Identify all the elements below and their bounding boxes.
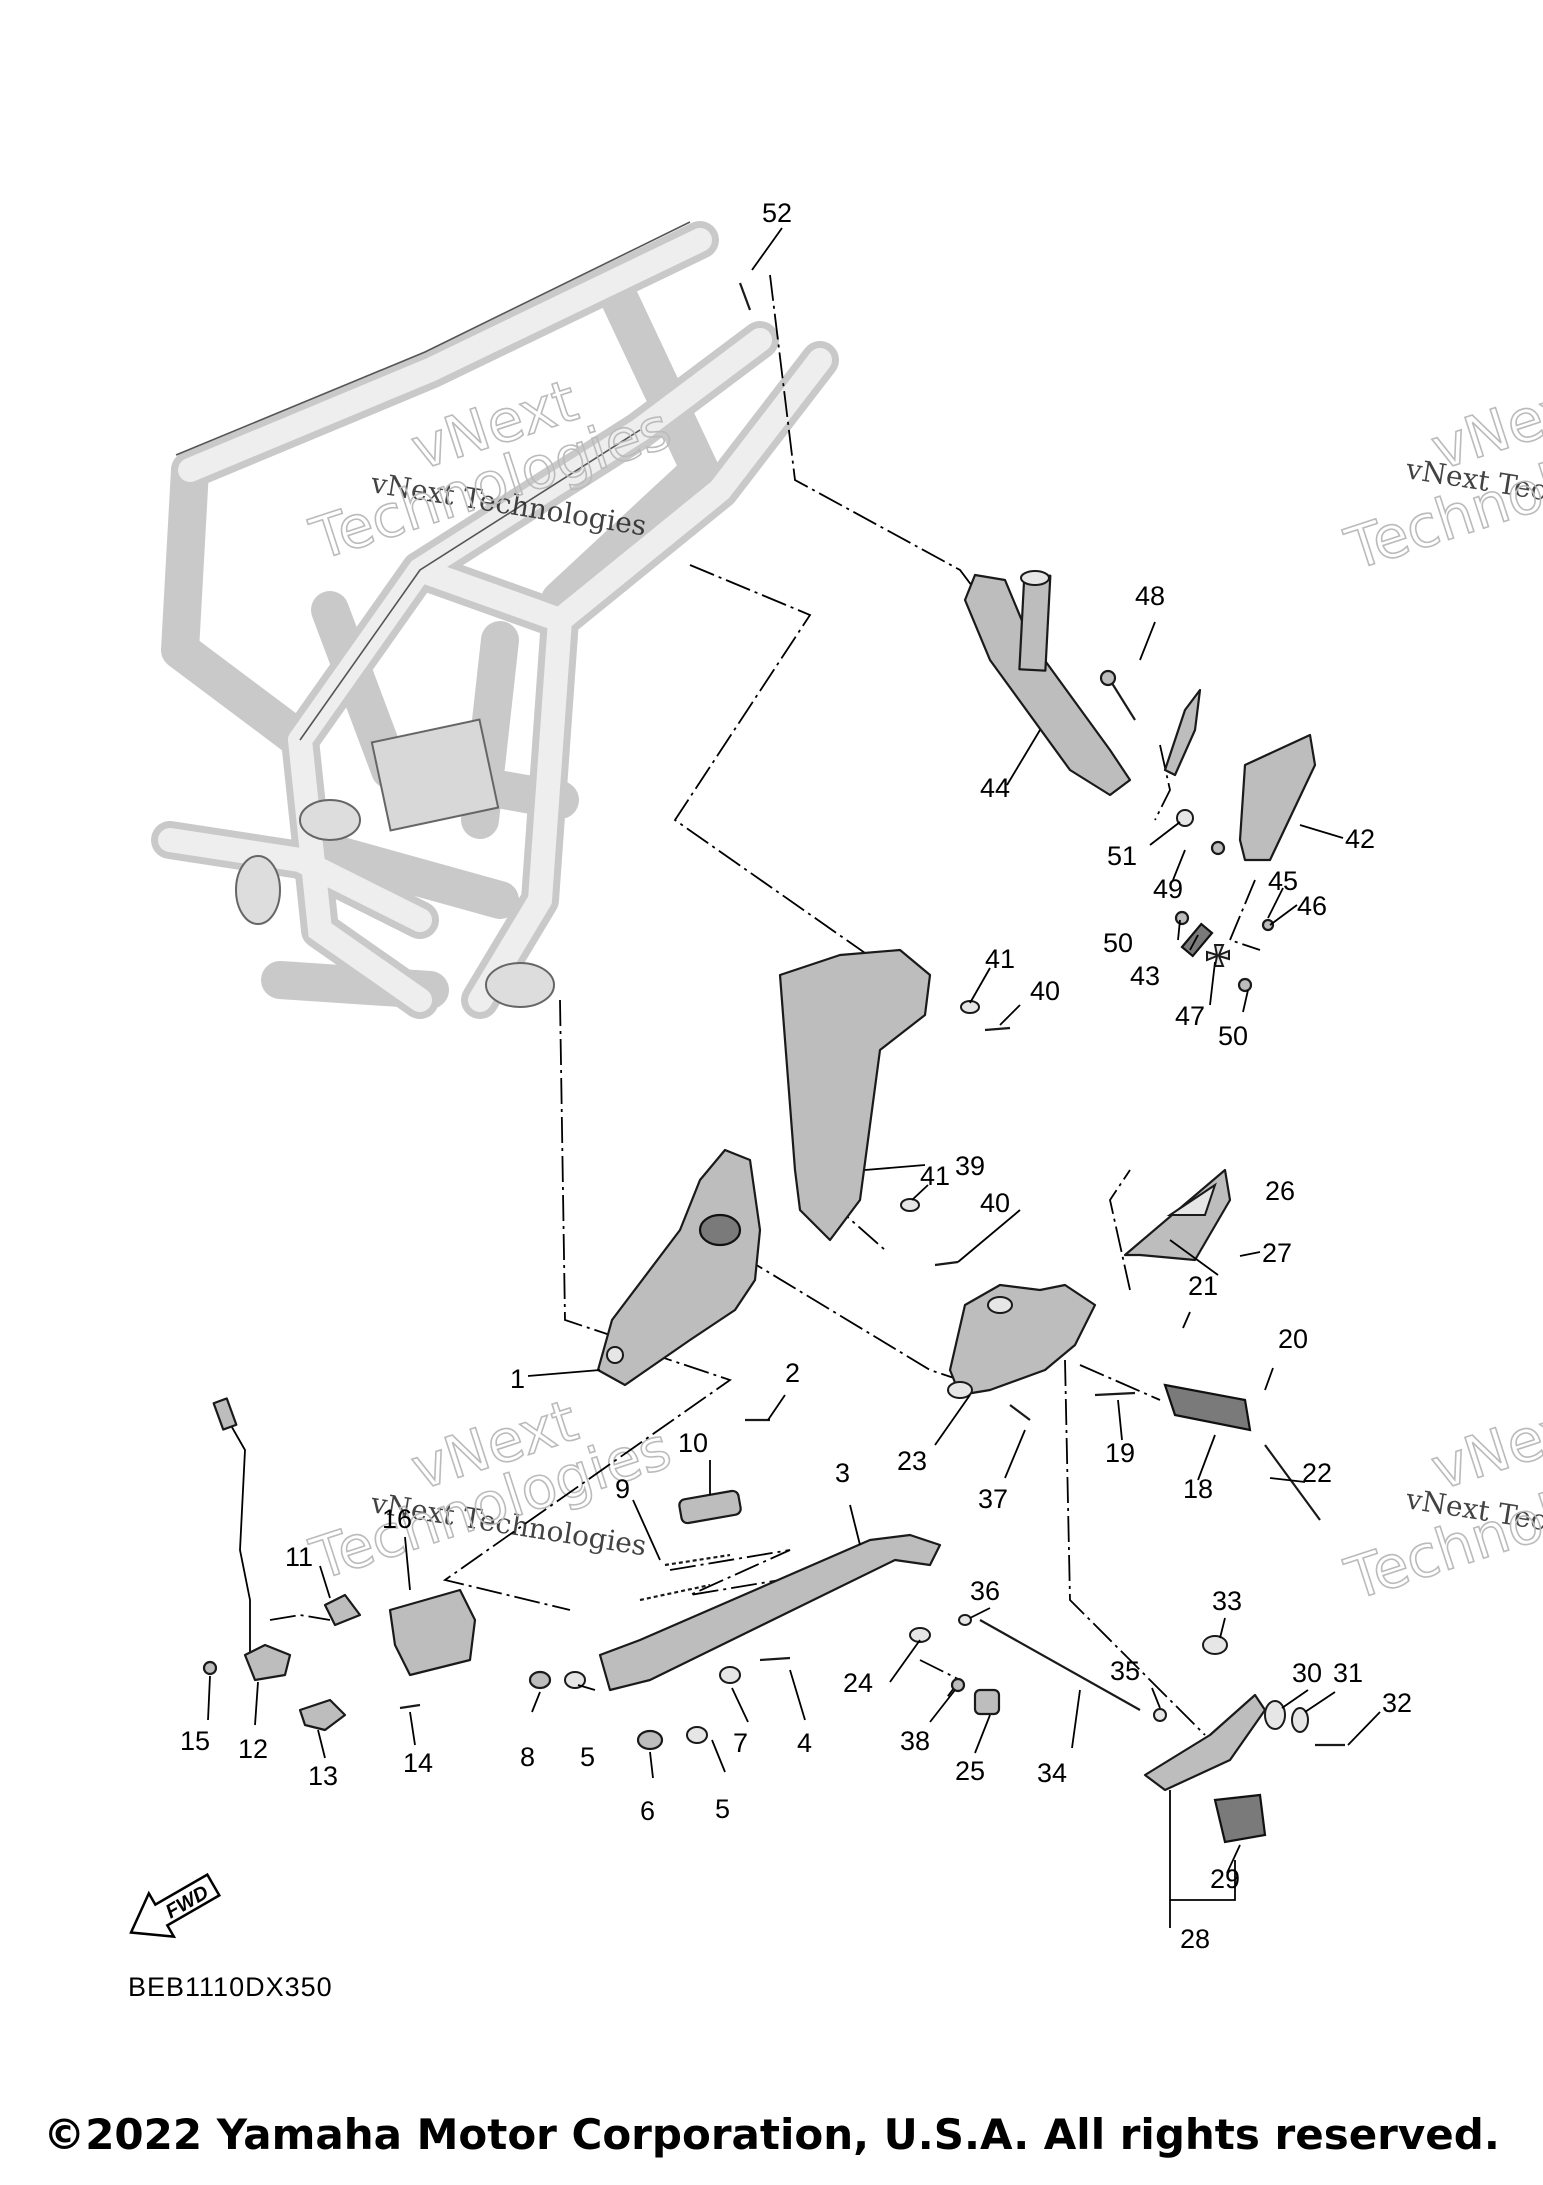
frame-illustration xyxy=(151,221,839,1019)
assembly-lines xyxy=(269,274,1261,1736)
part-label-40-alt: 40 xyxy=(980,1188,1010,1218)
fwd-direction-indicator: FWD xyxy=(129,1872,222,1939)
part-label-10: 10 xyxy=(678,1428,708,1458)
part-label-33: 33 xyxy=(1212,1586,1242,1616)
part-label-34: 34 xyxy=(1037,1758,1067,1788)
part-label-6: 6 xyxy=(640,1796,655,1826)
part-label-24: 24 xyxy=(843,1668,873,1698)
copyright-notice: ©2022 Yamaha Motor Corporation, U.S.A. A… xyxy=(43,2110,1500,2159)
part-label-20: 20 xyxy=(1278,1324,1308,1354)
part-label-36: 36 xyxy=(970,1576,1000,1606)
part-label-42: 42 xyxy=(1345,824,1375,854)
part-label-37: 37 xyxy=(978,1484,1008,1514)
part-label-46: 46 xyxy=(1297,891,1327,921)
part-label-8: 8 xyxy=(520,1742,535,1772)
part-label-49: 49 xyxy=(1153,874,1183,904)
part-label-50: 50 xyxy=(1103,928,1133,958)
part-label-41: 41 xyxy=(985,944,1015,974)
part-label-40: 40 xyxy=(1030,976,1060,1006)
leader-lines xyxy=(207,227,1381,1928)
part-label-50-alt: 50 xyxy=(1218,1021,1248,1051)
part-shapes xyxy=(202,282,1345,1844)
part-label-28: 28 xyxy=(1180,1924,1210,1954)
part-label-45: 45 xyxy=(1268,866,1298,896)
part-label-48: 48 xyxy=(1135,581,1165,611)
part-label-9: 9 xyxy=(615,1474,630,1504)
part-label-51: 51 xyxy=(1107,841,1137,871)
part-label-5: 5 xyxy=(580,1742,595,1772)
part-label-16: 16 xyxy=(382,1504,412,1534)
part-label-35: 35 xyxy=(1110,1656,1140,1686)
part-label-52: 52 xyxy=(762,198,792,228)
part-label-25: 25 xyxy=(955,1756,985,1786)
part-label-31: 31 xyxy=(1333,1658,1363,1688)
part-label-12: 12 xyxy=(238,1734,268,1764)
part-label-41-alt: 41 xyxy=(920,1161,950,1191)
part-label-19: 19 xyxy=(1105,1438,1135,1468)
part-label-11: 11 xyxy=(285,1542,313,1572)
part-label-44: 44 xyxy=(980,773,1010,803)
part-label-27: 27 xyxy=(1262,1238,1292,1268)
part-label-4: 4 xyxy=(797,1728,812,1758)
diagram-code: BEB1110DX350 xyxy=(128,1972,333,2002)
part-label-38: 38 xyxy=(900,1726,930,1756)
watermark-outline: vNext xyxy=(1423,1386,1543,1503)
part-label-23: 23 xyxy=(897,1446,927,1476)
part-label-1: 1 xyxy=(510,1364,525,1394)
part-label-30: 30 xyxy=(1292,1658,1322,1688)
part-label-43: 43 xyxy=(1130,961,1160,991)
part-label-7: 7 xyxy=(733,1728,748,1758)
part-label-18: 18 xyxy=(1183,1474,1213,1504)
part-label-26: 26 xyxy=(1265,1176,1295,1206)
part-label-22: 22 xyxy=(1302,1458,1332,1488)
part-label-13: 13 xyxy=(308,1761,338,1791)
part-label-14: 14 xyxy=(403,1748,433,1778)
part-label-3: 3 xyxy=(835,1458,850,1488)
part-label-47: 47 xyxy=(1175,1001,1205,1031)
part-label-15: 15 xyxy=(180,1726,210,1756)
part-label-32: 32 xyxy=(1382,1688,1412,1718)
part-label-21: 21 xyxy=(1188,1271,1218,1301)
part-label-2: 2 xyxy=(785,1358,800,1388)
part-label-5-alt: 5 xyxy=(715,1794,730,1824)
part-label-39: 39 xyxy=(955,1151,985,1181)
part-callouts: 1 2 3 4 5 5 6 7 8 9 10 11 12 13 14 15 16… xyxy=(180,198,1412,1954)
part-label-29: 29 xyxy=(1210,1864,1240,1894)
